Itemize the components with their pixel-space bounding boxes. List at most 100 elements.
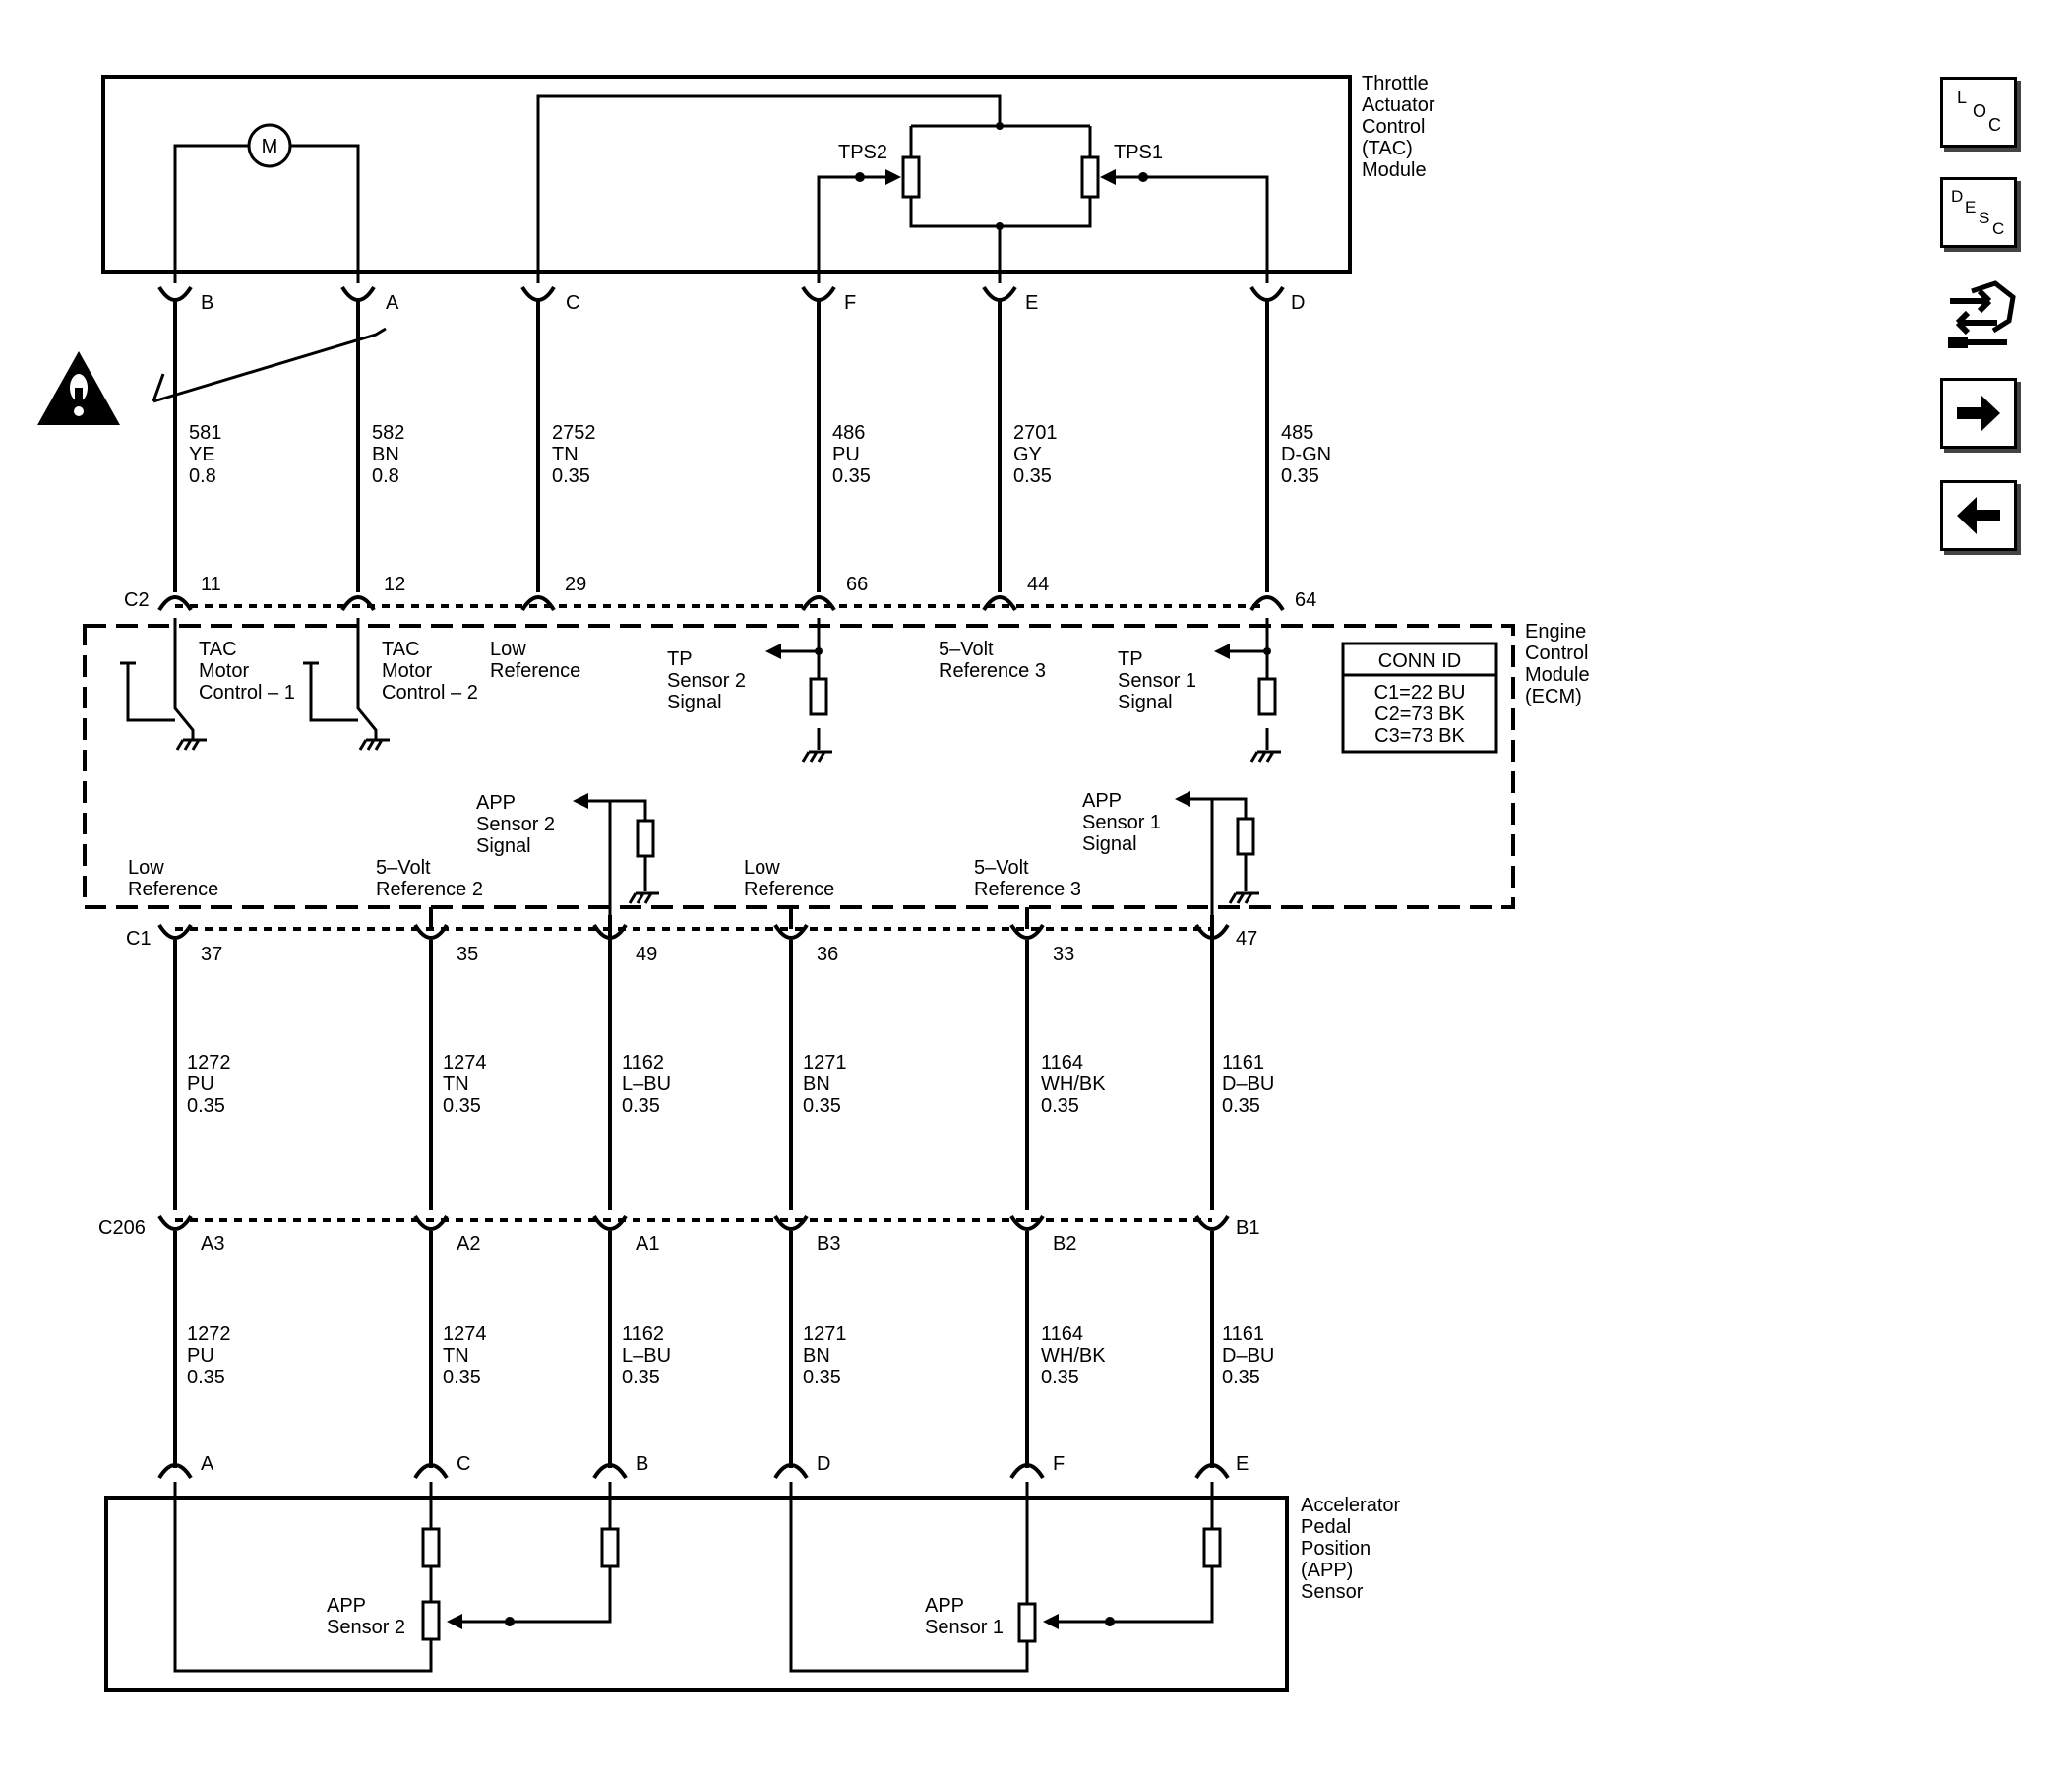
svg-text:(ECM): (ECM): [1525, 686, 1582, 707]
svg-text:33: 33: [1053, 944, 1074, 965]
arrow-left-icon[interactable]: [1940, 480, 2017, 551]
svg-text:WH/BK: WH/BK: [1041, 1073, 1106, 1095]
svg-text:TN: TN: [443, 1345, 469, 1367]
tps1-wiper-wire: [1116, 175, 1269, 283]
desc-letter-e: E: [1965, 198, 1976, 216]
c206-pin-numbers: A3 A2 A1 B3 B2 B1: [201, 1217, 1259, 1255]
upper-wires: [173, 300, 1269, 592]
svg-text:TP: TP: [1118, 648, 1143, 670]
svg-text:1161: 1161: [1222, 1323, 1264, 1345]
svg-text:12: 12: [384, 574, 405, 595]
svg-text:0.35: 0.35: [443, 1367, 481, 1388]
five-volt-reference-2-label: 5–Volt Reference 2: [376, 857, 483, 900]
svg-text:11: 11: [201, 574, 221, 595]
svg-text:CONN ID: CONN ID: [1378, 650, 1461, 672]
middle-wires: [173, 915, 1214, 1210]
svg-text:5–Volt: 5–Volt: [939, 639, 994, 660]
svg-text:1272: 1272: [187, 1052, 231, 1073]
desc-letter-c: C: [1992, 219, 2004, 238]
svg-text:0.35: 0.35: [187, 1367, 225, 1388]
svg-text:Low: Low: [490, 639, 526, 660]
svg-text:WH/BK: WH/BK: [1041, 1345, 1106, 1367]
upper-wire-labels: 581 YE 0.8 582 BN 0.8 2752 TN 0.35 486 P…: [189, 422, 1331, 487]
tps2-resistor: [901, 155, 921, 199]
tac-motor-driver-1: [120, 618, 207, 751]
svg-text:E: E: [1236, 1453, 1249, 1475]
low-reference-mid-label: Low Reference: [744, 857, 834, 900]
motor-loop-wire: [173, 144, 360, 283]
svg-text:0.35: 0.35: [803, 1367, 841, 1388]
svg-text:47: 47: [1236, 928, 1257, 950]
svg-text:Sensor 2: Sensor 2: [327, 1617, 405, 1638]
tps2-wiper-arrow: [885, 169, 901, 185]
loc-letter-l: L: [1957, 88, 1967, 107]
svg-text:0.35: 0.35: [1222, 1367, 1260, 1388]
svg-text:0.35: 0.35: [1281, 465, 1319, 487]
loc-letter-o: O: [1973, 101, 1986, 121]
svg-text:Module: Module: [1362, 159, 1427, 181]
svg-text:B3: B3: [817, 1233, 840, 1255]
app-sensor-title: Accelerator Pedal Position (APP) Sensor: [1301, 1495, 1400, 1603]
svg-text:Sensor 1: Sensor 1: [1082, 812, 1161, 833]
motor-symbol: [247, 123, 292, 168]
tps2-wiper-dot: [855, 172, 865, 182]
svg-text:485: 485: [1281, 422, 1313, 444]
svg-text:0.35: 0.35: [1041, 1367, 1079, 1388]
svg-text:A: A: [201, 1453, 214, 1475]
svg-text:1274: 1274: [443, 1323, 487, 1345]
tac-motor-control-2-label: TAC Motor Control – 2: [382, 639, 478, 704]
app-sensor-2-label: APP Sensor 2 Signal: [476, 792, 555, 857]
svg-text:D–BU: D–BU: [1222, 1073, 1274, 1095]
svg-text:C: C: [566, 292, 579, 314]
twisted-pair-mark: [152, 327, 387, 403]
svg-text:0.35: 0.35: [832, 465, 871, 487]
svg-text:44: 44: [1027, 574, 1049, 595]
svg-text:TP: TP: [667, 648, 693, 670]
loc-icon[interactable]: L O C: [1940, 77, 2017, 148]
arrow-right-icon[interactable]: [1940, 378, 2017, 449]
app-sensor-1-inner-label: APP Sensor 1: [925, 1595, 1004, 1638]
svg-text:49: 49: [636, 944, 657, 965]
svg-text:2752: 2752: [552, 422, 596, 444]
tps2-label: TPS2: [838, 142, 887, 163]
tps1-wiper-arrow: [1100, 169, 1116, 185]
tps1-resistor: [1080, 155, 1100, 199]
svg-text:D: D: [817, 1453, 830, 1475]
svg-text:Accelerator: Accelerator: [1301, 1495, 1400, 1516]
svg-text:0.8: 0.8: [189, 465, 216, 487]
desc-letter-s: S: [1979, 209, 1989, 227]
connector-exchange-icon[interactable]: [1938, 272, 2027, 360]
svg-text:Signal: Signal: [476, 835, 531, 857]
svg-text:PU: PU: [832, 444, 860, 465]
svg-text:A: A: [386, 292, 399, 314]
svg-text:5–Volt: 5–Volt: [376, 857, 431, 879]
tac-connector-pins: B A C F E D: [157, 285, 1305, 314]
svg-text:2701: 2701: [1013, 422, 1058, 444]
svg-text:L–BU: L–BU: [622, 1073, 671, 1095]
tp-sensor-1-label: TP Sensor 1 Signal: [1118, 648, 1196, 713]
desc-icon[interactable]: D E S C: [1940, 177, 2017, 248]
svg-text:1164: 1164: [1041, 1323, 1083, 1345]
svg-text:C2=73 BK: C2=73 BK: [1374, 704, 1465, 725]
svg-text:66: 66: [846, 574, 868, 595]
svg-text:TN: TN: [443, 1073, 469, 1095]
tac-module-box: [101, 75, 1352, 274]
svg-text:Sensor: Sensor: [1301, 1581, 1364, 1603]
app-connector-pins: A C B D F E: [157, 1453, 1249, 1480]
svg-text:TAC: TAC: [199, 639, 237, 660]
tps-bridge-wire: [909, 124, 1092, 283]
c2-pin-numbers: 11 12 29 66 44 64: [201, 574, 1316, 611]
svg-text:5–Volt: 5–Volt: [974, 857, 1029, 879]
svg-text:29: 29: [565, 574, 586, 595]
svg-text:1274: 1274: [443, 1052, 487, 1073]
svg-text:1161: 1161: [1222, 1052, 1264, 1073]
svg-text:Reference 3: Reference 3: [974, 879, 1081, 900]
c206-connector-pins: [157, 1214, 1230, 1231]
svg-text:0.8: 0.8: [372, 465, 399, 487]
svg-text:Pedal: Pedal: [1301, 1516, 1351, 1538]
app-sensor-2-circuit: [573, 793, 659, 915]
svg-text:Control: Control: [1525, 643, 1588, 664]
tac-motor-control-1-label: TAC Motor Control – 1: [199, 639, 295, 704]
svg-text:Engine: Engine: [1525, 621, 1586, 643]
